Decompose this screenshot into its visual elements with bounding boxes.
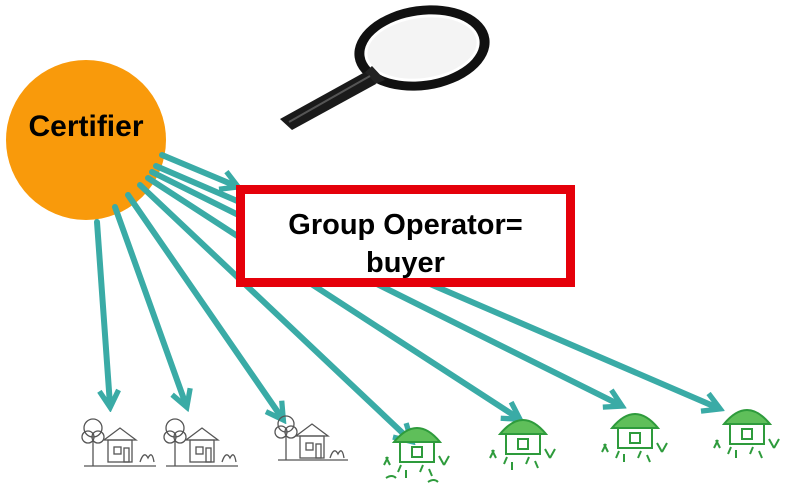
farm-green-7-icon — [713, 409, 780, 459]
group-operator-label-line2: buyer — [366, 247, 445, 279]
group-operator-box: Group Operator= buyer — [236, 185, 575, 287]
farm-sketch-3-icon — [274, 415, 348, 461]
arrow-to-farm-1 — [94, 219, 110, 405]
farm-green-5-icon — [489, 419, 556, 470]
farm-sketch-2-icon — [163, 418, 238, 467]
arrow-to-farm-4 — [137, 182, 410, 440]
arrow-to-farm-5 — [145, 175, 518, 418]
farm-sketch-1-icon — [81, 418, 156, 467]
farm-green-6-icon — [601, 413, 668, 463]
arrow-to-group-operator — [159, 152, 236, 186]
group-operator-label: Group Operator= buyer — [245, 206, 566, 282]
group-operator-label-line1: Group Operator= — [288, 209, 523, 241]
arrow-to-farm-3 — [125, 192, 282, 418]
farm-green-4-icon — [383, 427, 450, 483]
certifier-circle — [6, 60, 166, 220]
magnifying-glass-icon — [280, 5, 490, 130]
arrow-to-farm-2 — [112, 204, 186, 405]
certifier-label: Certifier — [28, 110, 144, 143]
arrow-to-farm-6 — [149, 169, 620, 405]
